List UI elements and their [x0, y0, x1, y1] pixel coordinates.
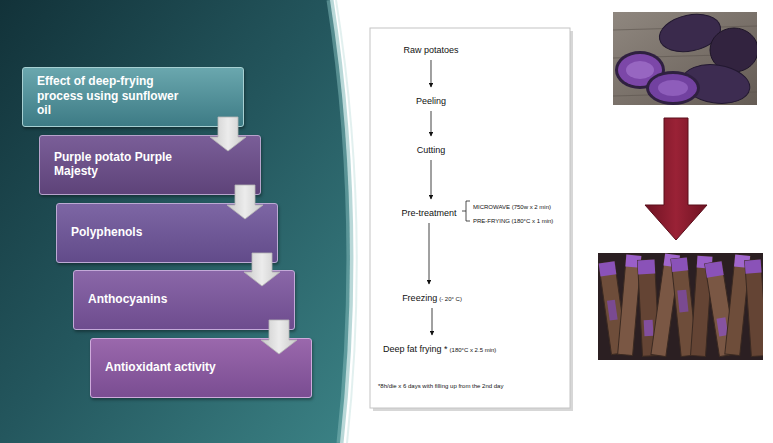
potato-flesh [626, 61, 654, 79]
box-text: Anthocyanins [88, 292, 238, 306]
block-arrow [227, 185, 263, 219]
box-text: Raw potatoes [403, 45, 458, 55]
panel-edge [330, 0, 350, 443]
box-note: (180°C x 2.5 min) [450, 347, 497, 353]
potato-flesh [658, 80, 688, 96]
box-text: Cutting [417, 145, 446, 155]
flow-arrow [430, 60, 431, 87]
note-label: MICROWAVE (750w x 2 min) [473, 195, 551, 213]
down-arrow [645, 118, 707, 240]
box-text: Deep fat frying * [383, 344, 448, 354]
block-arrow [261, 320, 297, 354]
flow-step: Peeling [413, 88, 449, 110]
fries-photo [598, 253, 763, 360]
potato-half [646, 71, 700, 105]
box-text: Pre-treatment [401, 208, 456, 218]
panel-edge [336, 0, 357, 443]
potato-photo [613, 12, 757, 105]
box-text: Freezing [402, 293, 437, 303]
box-text: Antioxidant activity [105, 360, 255, 374]
flow-step: Raw potatoes [400, 37, 461, 59]
flow-step: Freezing(- 20° C) [399, 285, 465, 307]
box-text: Polyphenols [71, 225, 221, 239]
potato-flesh [649, 74, 697, 102]
flow-step: Cutting [414, 137, 449, 159]
panel-ground [0, 0, 350, 443]
block-arrow [244, 253, 280, 286]
label-text: MICROWAVE (750w x 2 min) [473, 204, 551, 210]
box-text: Effect of deep-frying process using sunf… [37, 74, 187, 117]
photo-ground [598, 253, 763, 360]
label-text: *8h/die x 6 days with filling up from th… [378, 383, 503, 389]
block-arrow [210, 117, 246, 151]
label-text: PRE-FRYING (180°C x 1 min) [473, 218, 553, 224]
process-box: Effect of deep-frying process using sunf… [22, 67, 244, 127]
flowchart-panel [370, 28, 573, 411]
panel-frame [370, 28, 570, 408]
note-label: *8h/die x 6 days with filling up from th… [378, 374, 503, 392]
box-note: (- 20° C) [439, 296, 462, 302]
flow-step: Pre-treatment [398, 200, 459, 222]
flow-arrow [429, 223, 430, 284]
flow-step: Deep fat frying *(180°C x 2.5 min) [380, 336, 499, 358]
bracket [462, 201, 470, 221]
note-label: PRE-FRYING (180°C x 1 min) [473, 209, 553, 227]
flow-arrow [432, 308, 433, 335]
box-text: Peeling [416, 96, 446, 106]
flow-arrow [431, 160, 432, 199]
flow-arrow [431, 111, 432, 136]
left-panel [0, 0, 357, 443]
box-text: Purple potato Purple Majesty [54, 150, 204, 179]
